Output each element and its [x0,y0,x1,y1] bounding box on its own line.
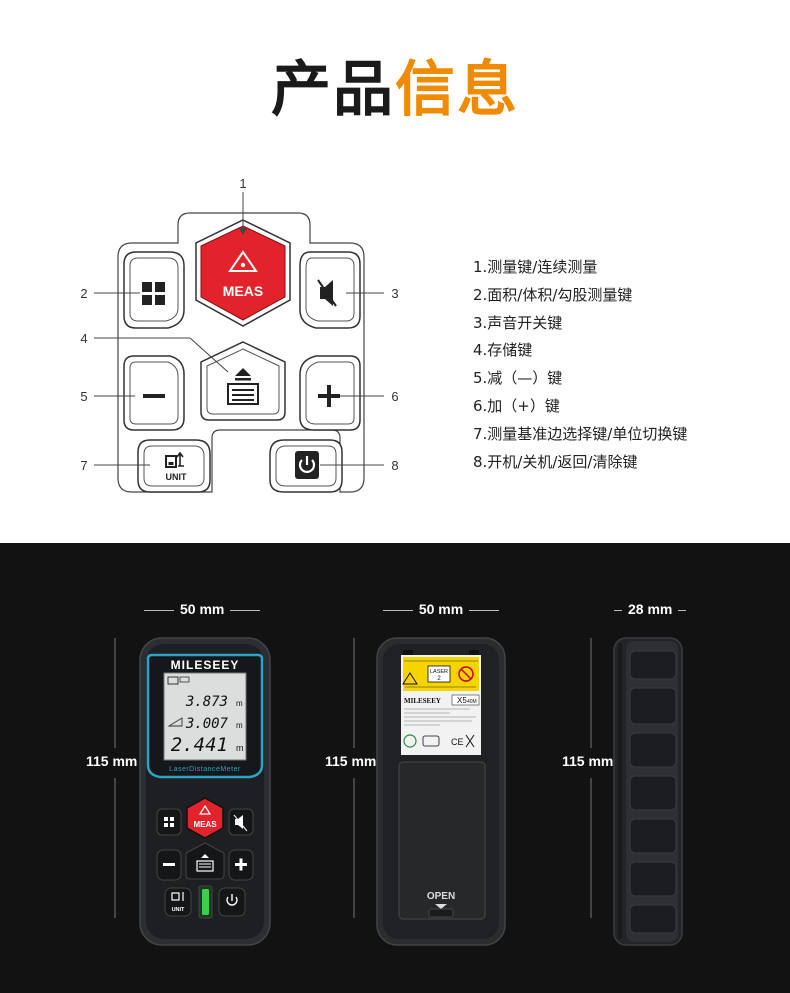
lcd-value-main: 2.441 [171,734,228,756]
battery-cover [398,761,486,920]
svg-text:X5: X5 [457,696,467,705]
meas-button[interactable]: MEAS [195,219,291,327]
legend-item: 2.面积/体积/勾股测量键 [473,285,633,304]
plus-button[interactable] [299,355,361,431]
save-button[interactable] [200,341,286,421]
minus-button[interactable] [123,355,185,431]
callout-6: 6 [391,389,398,404]
callout-7: 7 [80,458,87,473]
legend-item: 7.测量基准边选择键/单位切换键 [473,424,688,443]
svg-text:2: 2 [437,676,441,682]
legend-item: 4.存储键 [473,341,533,360]
device-subtitle: LaserDistanceMeter [169,766,241,773]
back-width-label: 50 mm [376,601,506,617]
title-part1: 产品 [271,55,395,125]
front-height-label: 115 mm [86,753,138,769]
side-height-label: 115 mm [562,753,614,769]
device-side-view [613,637,683,946]
keypad-outline [117,212,365,493]
memory-icon [227,368,259,405]
brand-logo: MILESEEY [171,658,240,672]
power-icon [295,451,319,479]
front-save-key [185,842,225,880]
callout-4: 4 [80,331,87,346]
svg-text:CE: CE [451,737,464,747]
callout-1: 1 [239,176,246,191]
key-legend: 1.测量键/连续测量 2.面积/体积/勾股测量键 3.声音开关键 4.存储键 5… [473,254,687,476]
device-views: MILESEEY 3.873 m 3.007 m 2.441 m LaserDi… [114,637,683,946]
open-label: OPEN [427,891,455,902]
callout-3: 3 [391,286,398,301]
svg-text:MILESEEY: MILESEEY [404,697,441,705]
device-front-view: MILESEEY 3.873 m 3.007 m 2.441 m LaserDi… [139,637,271,946]
sound-button[interactable] [299,251,361,329]
callout-2: 2 [80,286,87,301]
plus-icon [318,385,340,407]
callout-5: 5 [80,389,87,404]
front-meas-key: MEAS [186,797,224,839]
side-width-label: 28 mm [608,601,687,617]
power-button[interactable] [269,439,343,493]
callout-8: 8 [391,458,398,473]
dimensions-section: 50 mm 50 mm 28 mm 115 mm 115 mm 115 mm M… [0,543,790,993]
laser-warning-icon [228,250,258,272]
device-back-view: LASER 2 MILESEEY X5 40M CE OPEN [376,637,506,946]
back-height-label: 115 mm [325,753,377,769]
front-plus-key [228,849,254,881]
keypad-diagram: MEAS [80,176,399,493]
area-volume-button[interactable] [123,251,185,329]
lcd-value-2: 3.007 [185,716,229,732]
legend-item: 8.开机/关机/返回/清除键 [473,452,638,471]
title-part2: 信息 [395,55,519,125]
front-minus-key [156,849,182,881]
page-title: 产品信息 [0,55,790,125]
minus-icon [143,394,165,398]
lcd-screen [163,672,247,761]
svg-text:m: m [236,699,243,708]
lcd-value-1: 3.873 [185,694,228,710]
unit-button[interactable]: UNIT [137,439,211,493]
svg-text:m: m [236,721,243,730]
front-width-label: 50 mm [138,601,266,617]
front-unit-key: UNIT [164,887,192,917]
unit-label: UNIT [166,472,187,482]
meas-label: MEAS [223,283,263,299]
legend-item: 1.测量键/连续测量 [473,258,598,276]
legend-item: 6.加（+）键 [473,396,560,415]
svg-text:MEAS: MEAS [193,820,217,829]
reference-edge-icon [165,451,184,468]
callout-lines [94,192,384,466]
svg-text:LASER: LASER [430,669,448,675]
legend-item: 3.声音开关键 [473,313,563,332]
product-info-section: 产品信息 MEAS [0,55,790,493]
legend-item: 5.减（—）键 [473,369,563,388]
front-area-key [156,808,182,836]
front-power-key [218,887,246,917]
grid-icon [142,282,165,305]
svg-text:40M: 40M [467,699,477,705]
svg-text:m: m [236,743,244,753]
svg-text:UNIT: UNIT [172,907,185,913]
speaker-mute-icon [317,279,337,307]
front-sound-key [228,808,254,836]
